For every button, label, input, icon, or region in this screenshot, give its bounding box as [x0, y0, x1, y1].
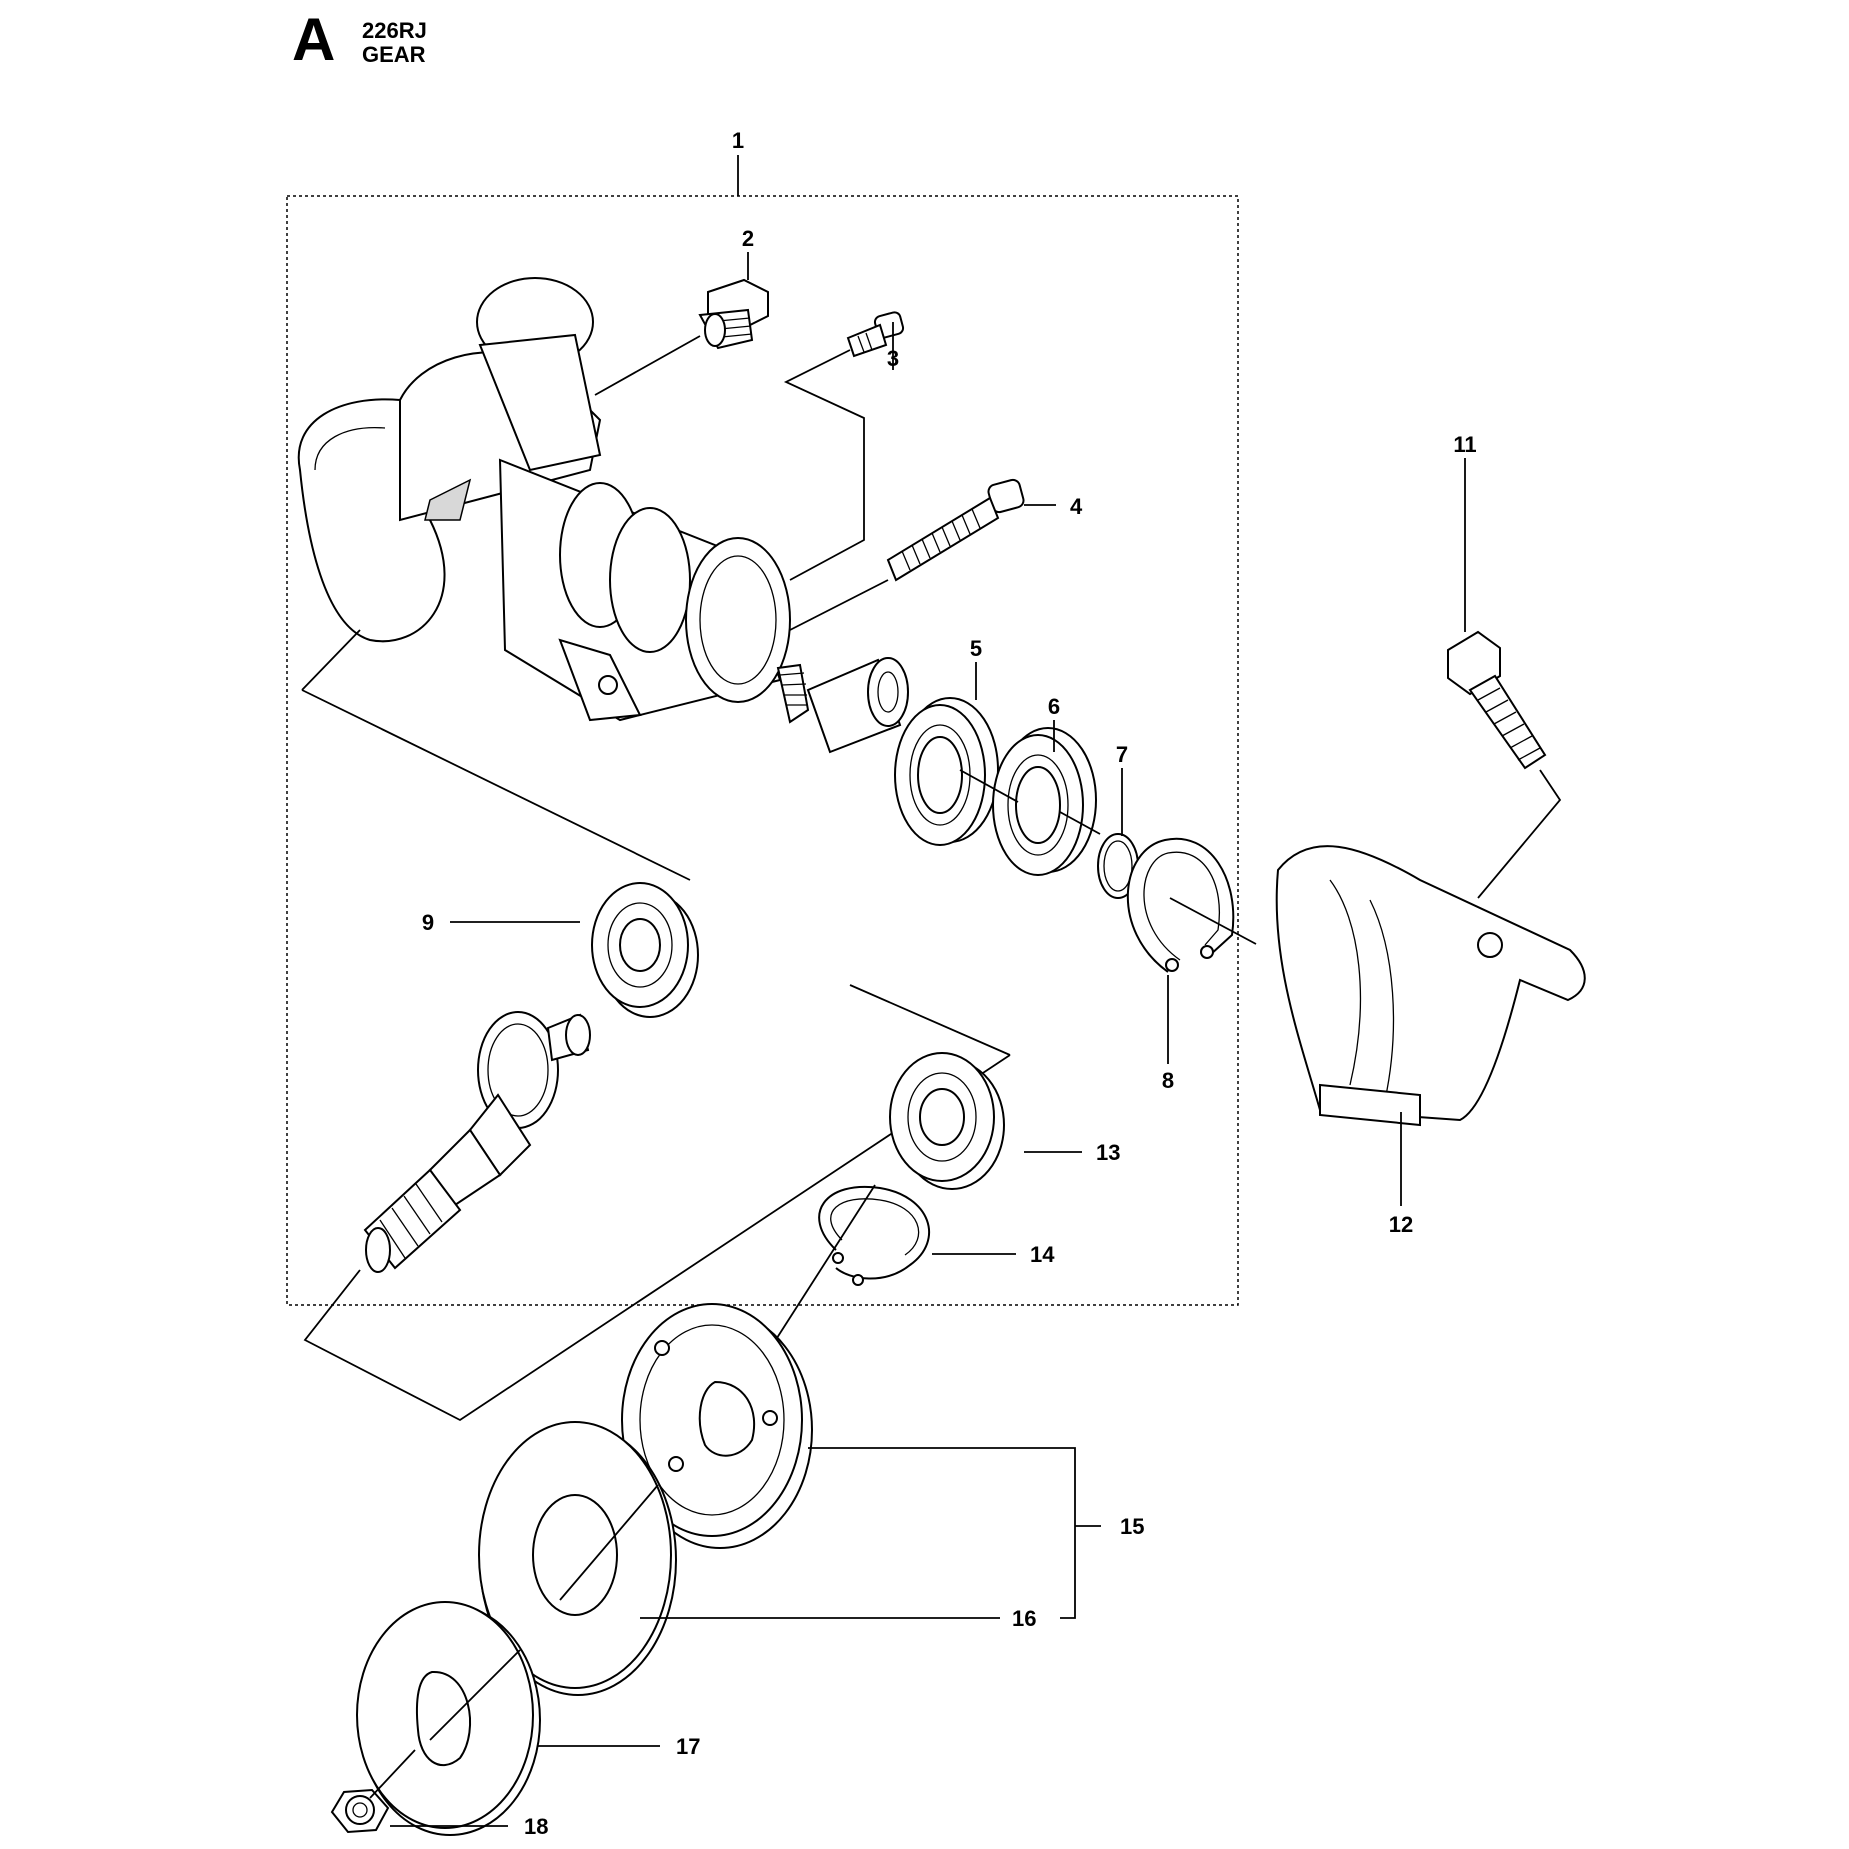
model-code: 226RJ — [362, 18, 427, 43]
callout-18: 18 — [524, 1814, 548, 1839]
leader-8b — [1169, 897, 1257, 945]
leader-gear-a — [301, 689, 691, 881]
callout-17: 17 — [676, 1734, 700, 1759]
leader-shaft-b — [849, 984, 1011, 1056]
callout-1: 1 — [732, 128, 744, 153]
leader-11b — [1477, 769, 1562, 899]
callout-11: 11 — [1453, 432, 1476, 457]
nut-18 — [330, 1788, 390, 1834]
leader-3b — [783, 349, 865, 581]
callout-15: 15 — [1120, 1514, 1144, 1539]
callout-9: 9 — [422, 910, 434, 935]
leader-axis-b — [1059, 811, 1101, 835]
callout-7: 7 — [1116, 742, 1128, 767]
callout-3: 3 — [887, 346, 899, 371]
leader-4b — [789, 579, 889, 631]
bearing-13 — [889, 1052, 1005, 1190]
bolt-11 — [1447, 630, 1547, 770]
callout-4: 4 — [1070, 494, 1083, 519]
leader-axis-a — [959, 769, 1019, 803]
assembly-boundary — [286, 195, 1239, 1306]
drive-disc-15 — [621, 1303, 813, 1549]
bearing-9 — [591, 882, 699, 1018]
section-title: GEAR — [362, 42, 426, 67]
callout-16: 16 — [1012, 1606, 1036, 1631]
callout-5: 5 — [970, 636, 982, 661]
callout-8: 8 — [1162, 1068, 1174, 1093]
leader-17b — [369, 1749, 416, 1799]
callout-2: 2 — [742, 226, 754, 251]
plug-2 — [698, 278, 769, 350]
gear-housing — [297, 277, 791, 722]
leader-16b — [429, 1649, 521, 1741]
circlip-8 — [1126, 837, 1235, 973]
leader-gear-b — [301, 629, 361, 691]
bevel-gear-shaft — [363, 1011, 591, 1273]
washer-16 — [478, 1421, 677, 1696]
callout-14: 14 — [1030, 1242, 1055, 1267]
leader-2b — [594, 335, 701, 396]
leader-15 — [808, 1447, 1076, 1619]
leader-15c — [559, 1484, 659, 1601]
circlip-14 — [818, 1185, 930, 1286]
section-letter: A — [292, 6, 336, 73]
screw-4 — [886, 478, 1025, 582]
leader-shaft-a — [303, 1054, 1011, 1422]
callout-6: 6 — [1048, 694, 1060, 719]
washer-17 — [356, 1601, 541, 1836]
bearing-5 — [894, 697, 999, 846]
bearing-6 — [992, 727, 1097, 876]
callout-12: 12 — [1389, 1212, 1413, 1237]
guard-bracket-12 — [1275, 845, 1586, 1127]
callout-13: 13 — [1096, 1140, 1120, 1165]
pinion-shaft — [776, 657, 909, 754]
screw-3 — [846, 311, 905, 358]
